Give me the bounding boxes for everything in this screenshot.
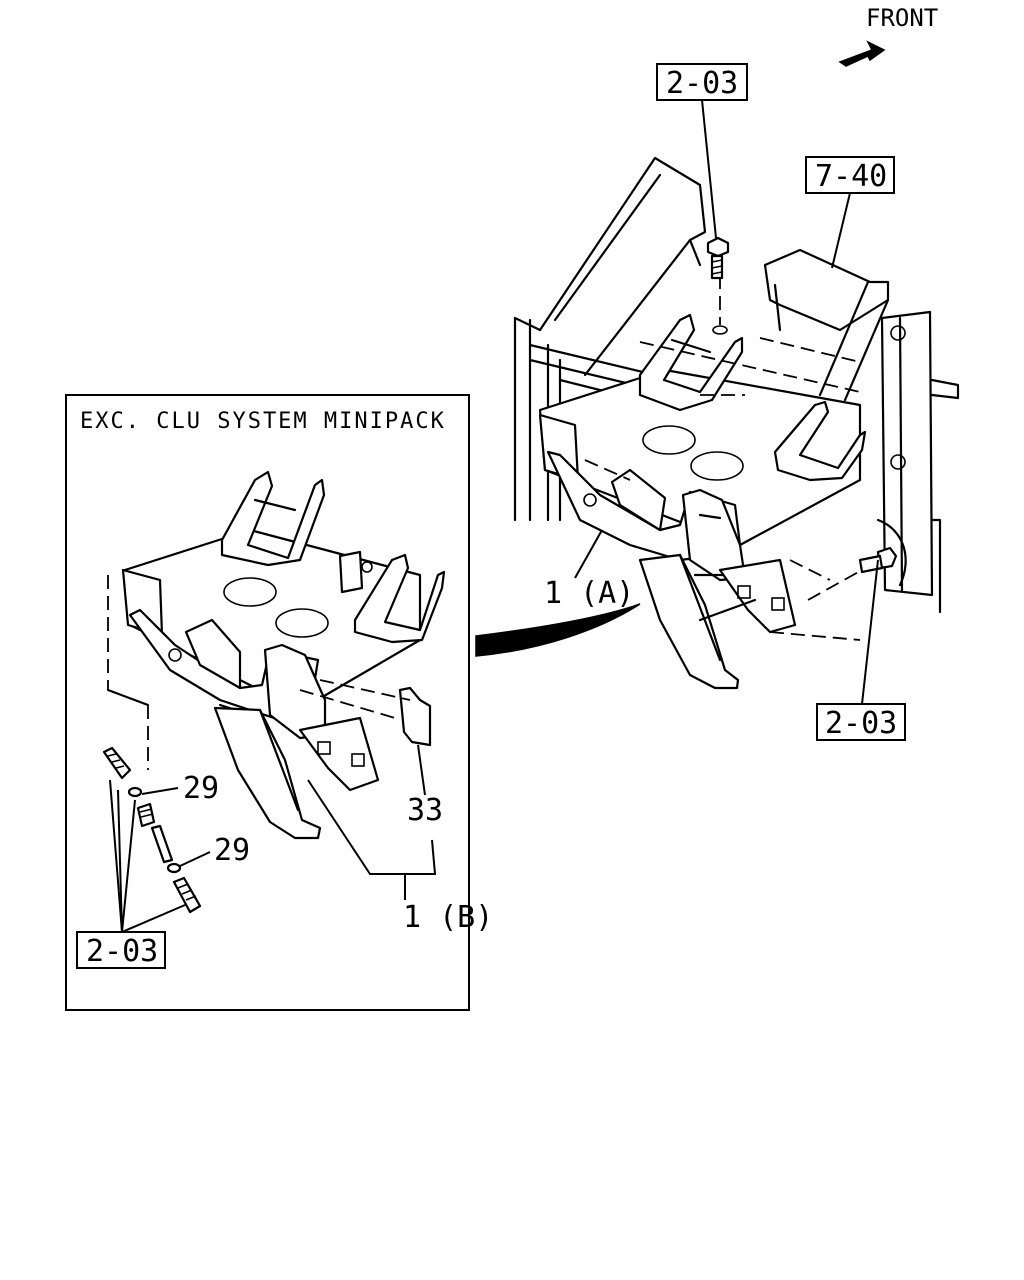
inset-title: EXC. CLU SYSTEM MINIPACK [80,409,446,434]
inset-pointer-arrow [475,603,641,657]
plunger-switch-icon [102,746,132,780]
callout-2-03-side: 2-03 [825,706,897,741]
label-1-a: 1 (A) [544,576,634,611]
o-ring-icon [127,786,143,798]
callout-2-03-inset: 2-03 [86,934,158,969]
o-ring-icon [166,862,182,874]
main-frame-assembly [513,156,960,690]
label-1-b: 1 (B) [403,900,493,935]
label-29-upper: 29 [183,771,219,806]
callout-7-40: 7-40 [815,159,887,194]
label-33: 33 [407,793,443,828]
front-arrow-icon [838,40,886,67]
callout-2-03-top: 2-03 [666,66,738,101]
pin-icon [150,824,174,864]
front-label: FRONT [866,4,938,32]
inset-switch-parts [102,746,202,914]
bolt-icon [706,236,730,280]
callout-box-2-03-top [656,63,748,101]
label-29-lower: 29 [214,833,250,868]
plunger-switch-icon [172,876,202,914]
inset-bracket-assembly [106,470,446,840]
callout-box-2-03-side [816,703,906,741]
